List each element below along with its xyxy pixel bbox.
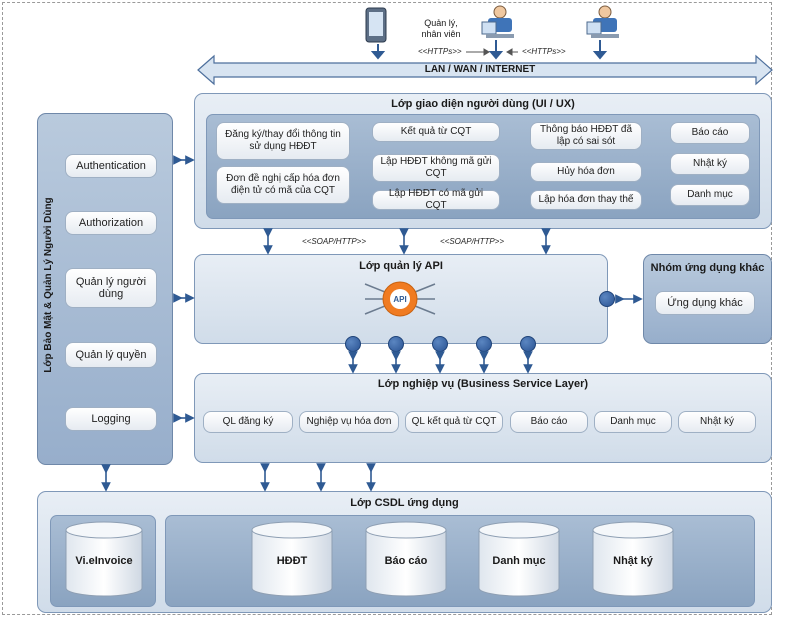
- ui-cancel-box[interactable]: Hủy hóa đơn: [530, 162, 642, 182]
- api-connector-dot: [599, 291, 615, 307]
- db-cylinder: Danh mục: [478, 521, 560, 597]
- db-label: Danh mục: [492, 555, 545, 567]
- biz-cqt-result-box[interactable]: QL kết quả từ CQT: [405, 411, 503, 433]
- db-cylinder: Nhật ký: [592, 521, 674, 597]
- https-label: <<HTTPs>>: [522, 47, 566, 56]
- api-layer-title: Lớp quản lý API: [359, 260, 443, 272]
- business-layer-title: Lớp nghiệp vụ (Business Service Layer): [377, 378, 589, 390]
- ui-category-box[interactable]: Danh mục: [670, 184, 750, 206]
- permission-management-box[interactable]: Quản lý quyền: [65, 342, 157, 368]
- other-app-box[interactable]: Ứng dụng khác: [655, 291, 755, 315]
- user-role-label: Quản lý, nhân viên: [421, 18, 461, 39]
- soap-label: <<SOAP/HTTP>>: [302, 237, 367, 246]
- db-label: HĐĐT: [277, 555, 308, 567]
- db-cylinder: HĐĐT: [251, 521, 333, 597]
- connector-dot: [476, 336, 492, 352]
- ui-create-code-box[interactable]: Lập HĐĐT có mã gửi CQT: [372, 188, 500, 211]
- ui-layer-title: Lớp giao diện người dùng (UI / UX): [391, 98, 575, 110]
- api-gear-icon: API: [364, 281, 436, 317]
- db-cylinder: Báo cáo: [365, 521, 447, 597]
- other-apps-title: Nhóm ứng dụng khác: [650, 262, 765, 274]
- ui-log-box[interactable]: Nhật ký: [670, 153, 750, 175]
- connector-dot: [345, 336, 361, 352]
- db-label: Báo cáo: [385, 555, 428, 567]
- biz-log-box[interactable]: Nhật ký: [678, 411, 756, 433]
- db-layer-title: Lớp CSDL ứng dụng: [350, 497, 459, 509]
- biz-report-box[interactable]: Báo cáo: [510, 411, 588, 433]
- tablet-icon: [365, 7, 387, 43]
- https-label: <<HTTPs>>: [418, 47, 462, 56]
- biz-register-box[interactable]: QL đăng ký: [203, 411, 293, 433]
- network-label: LAN / WAN / INTERNET: [424, 64, 536, 75]
- ui-register-box[interactable]: Đăng ký/thay đổi thông tin sử dụng HĐĐT: [216, 122, 350, 160]
- ui-report-box[interactable]: Báo cáo: [670, 122, 750, 144]
- biz-category-box[interactable]: Danh mục: [594, 411, 672, 433]
- biz-invoice-box[interactable]: Nghiệp vụ hóa đơn: [299, 411, 399, 433]
- logging-box[interactable]: Logging: [65, 407, 157, 431]
- db-cylinders: Vi.eInvoice HĐĐT Báo cáo Danh mục Nhật k…: [65, 521, 674, 597]
- user-management-box[interactable]: Quản lý người dùng: [65, 268, 157, 308]
- ui-replace-box[interactable]: Lập hóa đơn thay thế: [530, 190, 642, 210]
- connector-dot: [388, 336, 404, 352]
- soap-label: <<SOAP/HTTP>>: [440, 237, 505, 246]
- authorization-box[interactable]: Authorization: [65, 211, 157, 235]
- ui-create-nocode-box[interactable]: Lập HĐĐT không mã gửi CQT: [372, 154, 500, 182]
- ui-request-box[interactable]: Đơn đề nghị cấp hóa đơn điện tử có mã củ…: [216, 166, 350, 204]
- ui-error-notice-box[interactable]: Thông báo HĐĐT đã lập có sai sót: [530, 122, 642, 150]
- api-gear-label: API: [393, 295, 406, 304]
- top-network-area: [197, 5, 773, 86]
- db-label: Vi.eInvoice: [75, 555, 132, 567]
- connector-dot: [432, 336, 448, 352]
- network-backbone: [197, 54, 773, 86]
- ui-cqt-result-box[interactable]: Kết quả từ CQT: [372, 122, 500, 142]
- user-workstation-icon: [586, 5, 619, 38]
- db-cylinder: Vi.eInvoice: [65, 521, 143, 597]
- security-title: Lớp Bảo Mật & Quản Lý Người Dùng: [43, 197, 54, 373]
- authentication-box[interactable]: Authentication: [65, 154, 157, 178]
- db-label: Nhật ký: [613, 555, 654, 567]
- user-workstation-icon: [481, 5, 514, 38]
- connector-dot: [520, 336, 536, 352]
